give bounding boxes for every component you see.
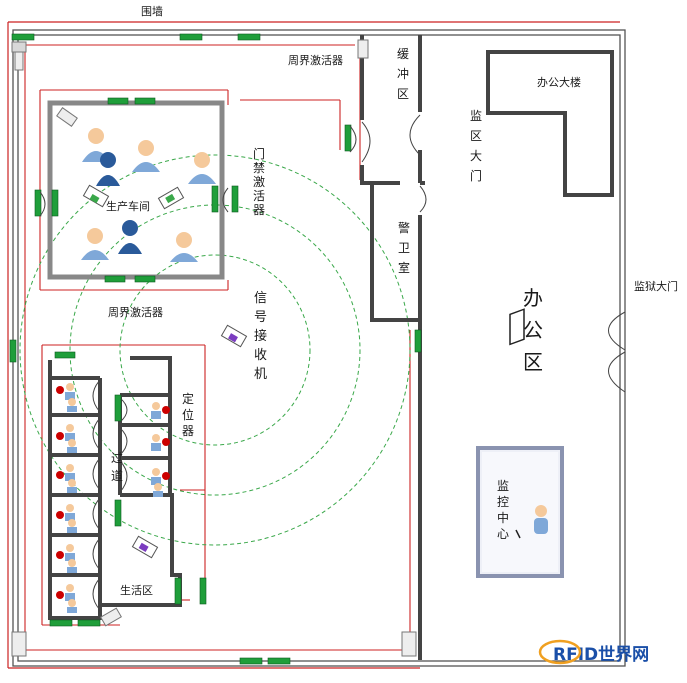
label-guard-room: 警卫室 — [398, 220, 410, 275]
label-buffer-zone: 缓冲区 — [397, 47, 409, 101]
watermark-logo-icon — [538, 639, 582, 665]
camera-icon — [56, 107, 78, 127]
outer-red-boundary — [7, 21, 620, 669]
cell-door-arcs — [92, 379, 128, 611]
label-perimeter-activator-top: 周界激活器 — [288, 53, 343, 67]
person-icon — [170, 232, 198, 262]
person-icon — [96, 152, 120, 186]
label-living-area: 生活区 — [120, 583, 153, 597]
person-icon — [56, 464, 77, 493]
reader-icon — [131, 535, 159, 559]
label-corridor: 过道 — [111, 451, 123, 483]
camera-icon — [401, 631, 417, 657]
perimeter-activators — [9, 33, 422, 665]
office-building — [486, 50, 614, 197]
person-icon — [56, 504, 77, 533]
label-office-area: 办公区 — [523, 286, 543, 374]
label-watermark: RFID世界网 — [553, 645, 649, 665]
person-icon — [82, 128, 110, 162]
workshop-activators — [34, 97, 352, 605]
person-icon — [151, 402, 170, 419]
person-icon — [132, 140, 160, 172]
person-icon — [81, 228, 109, 260]
monitor-screen-icon — [509, 308, 525, 539]
label-office-building: 办公大楼 — [537, 75, 581, 89]
monitor-center — [476, 446, 564, 578]
label-locator: 定位器 — [182, 391, 194, 438]
worker-figures — [81, 128, 216, 262]
reader-icon — [220, 324, 248, 348]
label-monitor-center: 监控中心 — [497, 479, 509, 541]
person-icon — [118, 220, 142, 254]
person-icon — [56, 544, 77, 573]
camera-icon — [11, 631, 27, 657]
rfid-reader-icons — [82, 184, 248, 559]
red-wiring — [24, 44, 411, 651]
reader-icon — [157, 186, 185, 210]
camera-icon — [11, 41, 27, 71]
person-icon — [56, 424, 77, 453]
camera-icon — [100, 607, 122, 627]
label-signal-receiver: 信号接收机 — [254, 291, 267, 382]
living-area — [48, 356, 182, 620]
person-icon — [151, 468, 170, 497]
camera-icons — [11, 39, 417, 657]
workshop-door-arcs — [39, 125, 357, 217]
prison-gate-door — [608, 311, 626, 393]
operator-icon — [534, 505, 548, 534]
label-perimeter-activator-bottom: 周界激活器 — [108, 305, 163, 319]
camera-icon — [357, 39, 369, 59]
buffer-door-arcs — [361, 114, 427, 213]
person-icon — [56, 584, 77, 613]
label-production-workshop: 生产车间 — [106, 199, 150, 213]
person-icon — [151, 434, 170, 451]
label-door-activator: 门禁激活器 — [253, 146, 265, 217]
label-prison-gate: 监狱大门 — [634, 279, 678, 293]
reader-icon — [82, 184, 110, 208]
label-wall: 围墙 — [141, 4, 163, 18]
cell-occupants — [56, 383, 170, 613]
label-prison-area-gate: 监区大门 — [470, 109, 482, 183]
person-icon — [56, 383, 77, 412]
person-icon — [188, 152, 216, 184]
signal-coverage-circles — [19, 154, 411, 546]
